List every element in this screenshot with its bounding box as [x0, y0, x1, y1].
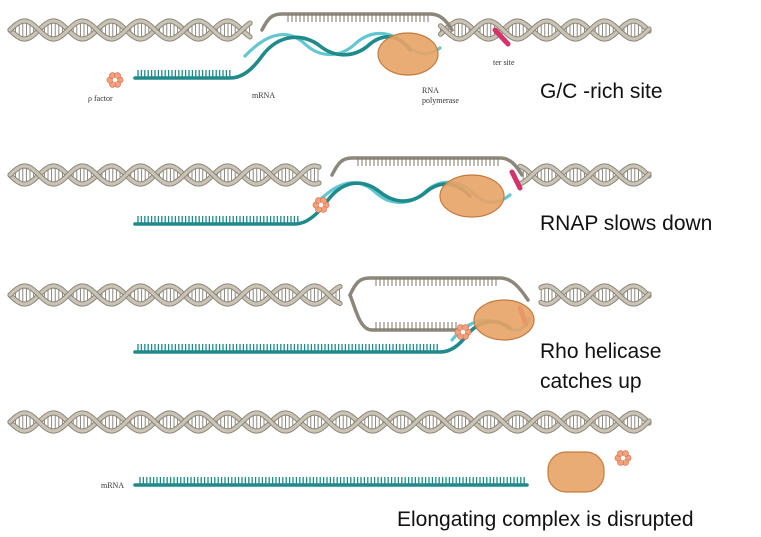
transcription-bubble-panel-2: [330, 156, 524, 177]
ter-site-panel-2: [509, 169, 523, 191]
rho-factor-icon: [454, 324, 472, 340]
mrna-label: mRNA: [101, 481, 124, 490]
transcription-bubble-panel-3: [348, 276, 530, 332]
dna-helix-panel-3: [7, 283, 652, 307]
panel-4: mRNA Elongating complex is disrupted: [7, 410, 694, 531]
ter-site-label: ter site: [493, 58, 515, 67]
caption-catches-up-line2: catches up: [540, 370, 642, 393]
caption-gc-rich-site: G/C -rich site: [540, 80, 663, 103]
caption-rnap-slows-down: RNAP slows down: [540, 212, 712, 235]
released-rho-factor-icon: [614, 450, 632, 466]
panel-3: Rho helicase catches up: [7, 276, 661, 393]
dna-helix-panel-1: [7, 18, 652, 42]
dna-helix-panel-2: [7, 163, 652, 187]
caption-elongating-complex-disrupted: Elongating complex is disrupted: [397, 508, 694, 531]
mrna-strand-panel-2: [133, 181, 472, 226]
mrna-strand-panel-1: [133, 35, 412, 80]
rho-factor-icon: [312, 197, 330, 213]
rho-factor-icon: [106, 72, 124, 88]
released-rna-polymerase: [547, 451, 605, 493]
rna-polymerase: [377, 32, 439, 76]
panel-2: RNAP slows down: [7, 156, 712, 235]
caption-rho-helicase-line1: Rho helicase: [540, 340, 661, 363]
dna-helix-panel-4: [7, 410, 652, 434]
rho-factor-label: ρ factor: [88, 94, 113, 103]
transcription-bubble-panel-1: [260, 12, 454, 32]
released-mrna-panel-4: [133, 477, 529, 487]
template-strand-bottom-3: [348, 293, 464, 332]
ter-site-panel-1: [492, 27, 511, 47]
template-strand-top-3: [348, 276, 530, 302]
rna-polymerase: [473, 299, 535, 341]
mrna-label: mRNA: [252, 91, 275, 100]
rna-polymerase: [439, 174, 505, 218]
